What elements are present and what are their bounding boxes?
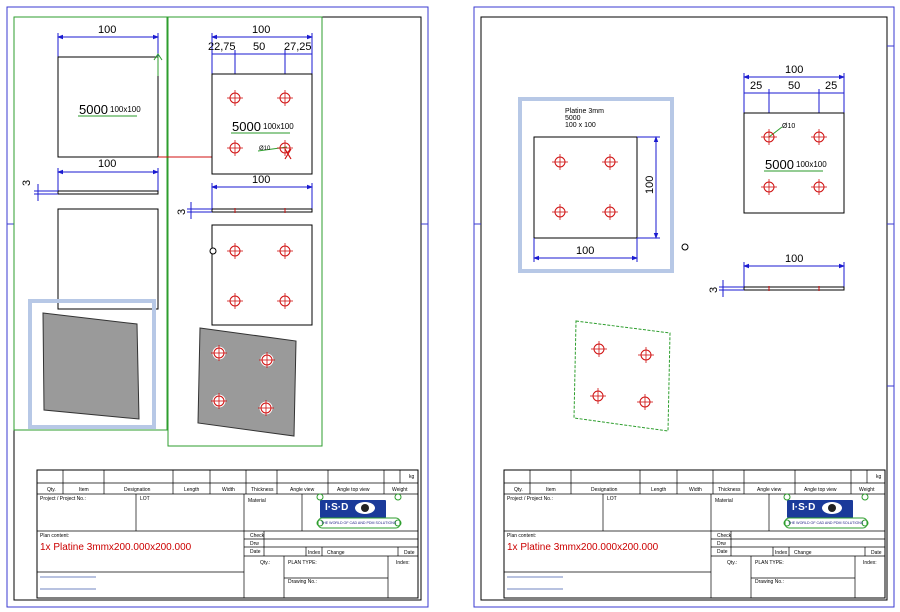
hole-icon <box>211 345 227 361</box>
logo-handle-icon <box>783 519 791 527</box>
snap-cross-icon <box>284 148 292 160</box>
hole-icon <box>277 140 293 156</box>
hole-icon <box>277 293 293 309</box>
title-block-left <box>36 469 419 599</box>
hole-icon <box>277 243 293 259</box>
logo-handle-icon <box>316 493 324 501</box>
hole-icon <box>590 388 606 404</box>
plate-top-view-holes[interactable] <box>743 112 845 214</box>
logo-badge <box>787 500 853 518</box>
redacted-line <box>40 588 96 590</box>
logo-handle-icon <box>394 519 402 527</box>
logo-handle-icon <box>316 519 324 527</box>
reference-point <box>681 243 689 251</box>
hole-icon <box>591 341 607 357</box>
hole-icon <box>227 243 243 259</box>
plate-top-view-holes[interactable] <box>211 73 313 175</box>
hole-icon <box>602 204 618 220</box>
hole-icon <box>602 154 618 170</box>
logo-handle-icon <box>783 493 791 501</box>
plate-3d-view-holes[interactable] <box>573 320 671 432</box>
logo-pupil-icon <box>361 504 369 512</box>
selection-highlight <box>28 299 156 429</box>
tb-frame <box>36 469 419 599</box>
title-block-right <box>503 469 886 599</box>
hole-icon <box>211 393 227 409</box>
hole-icon <box>811 129 827 145</box>
logo-handle-icon <box>861 493 869 501</box>
hole-icon <box>552 154 568 170</box>
reference-point <box>209 247 217 255</box>
plate-3d-view[interactable] <box>42 312 140 420</box>
logo-pupil-icon <box>828 504 836 512</box>
logo-handle-icon <box>394 493 402 501</box>
hole-icon <box>761 179 777 195</box>
group-frame-left <box>13 16 168 431</box>
hole-icon <box>277 90 293 106</box>
selection-highlight <box>518 97 674 273</box>
redacted-line <box>507 588 563 590</box>
plate-side-view-holes[interactable] <box>211 208 313 213</box>
hole-leader <box>768 126 783 138</box>
logo-badge <box>320 500 386 518</box>
right-sheet-frame <box>480 16 888 601</box>
hole-icon <box>259 352 275 368</box>
group-frame-right <box>167 16 323 447</box>
logo-tagline-frame <box>784 517 868 529</box>
plate-top-view-holes[interactable] <box>533 136 638 239</box>
hole-icon <box>258 400 274 416</box>
redacted-line <box>40 576 96 578</box>
logo-tagline-frame <box>317 517 401 529</box>
coord-axis-icon <box>153 53 163 61</box>
plate-bottom-view-holes[interactable] <box>211 224 313 326</box>
hole-icon <box>811 179 827 195</box>
hole-icon <box>638 347 654 363</box>
plate-side-view[interactable] <box>57 190 159 195</box>
plate-bottom-view[interactable] <box>57 208 159 310</box>
plate-side-view-holes[interactable] <box>743 286 845 291</box>
holes-layer <box>211 90 827 416</box>
tb-frame <box>503 469 886 599</box>
hole-icon <box>637 394 653 410</box>
hole-icon <box>227 293 243 309</box>
logo-handle-icon <box>861 519 869 527</box>
plate-top-view[interactable] <box>57 56 159 158</box>
hole-icon <box>761 129 777 145</box>
hole-icon <box>227 140 243 156</box>
redacted-line <box>507 576 563 578</box>
hole-icon <box>227 90 243 106</box>
hole-icon <box>552 204 568 220</box>
plate-3d-view-holes[interactable] <box>197 327 297 437</box>
